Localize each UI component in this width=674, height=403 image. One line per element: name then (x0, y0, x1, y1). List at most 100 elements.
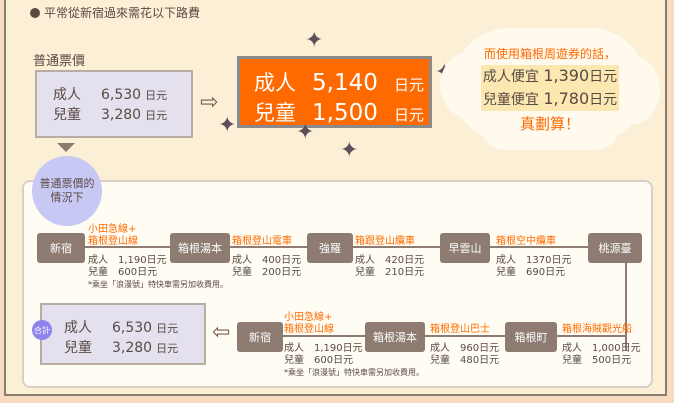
section-heading: 平常從新宿過來需花以下路費 (30, 4, 200, 21)
child-label: 兒童 (88, 267, 108, 278)
total-badge: 合計 (32, 320, 52, 340)
adult-label: 成人 (496, 255, 516, 266)
child-fare: 480 (460, 355, 480, 366)
savings-intro: 而使用箱根周遊券的話， (483, 47, 616, 61)
arrow-left-icon: ⇦ (212, 320, 231, 345)
unit: 日元 (620, 343, 641, 354)
sparkle-icon: ✦ (340, 138, 359, 163)
adult-fare: 1370 (526, 255, 552, 266)
adult-label: 成人 (562, 343, 582, 354)
adult-label: 成人 (254, 71, 296, 95)
unit: 日元 (394, 76, 425, 94)
adult-fare: 1,190 (118, 255, 147, 266)
child-label: 兒童 (254, 101, 296, 125)
sparkle-icon: ✦ (296, 120, 315, 145)
station-hakone-yumoto: 箱根湯本 (365, 322, 425, 352)
unit: 日元 (611, 355, 632, 366)
adult-fare: 960 (460, 343, 480, 354)
regular-fare-label: 普通票價 (33, 54, 86, 69)
arrow-right-icon: ⇨ (200, 90, 219, 115)
adult-label: 成人 (64, 320, 92, 336)
adult-savings: 成人便宜 1,390日元 (480, 65, 620, 88)
heading-text: 平常從新宿過來需花以下路費 (44, 6, 201, 20)
segment-name: 箱根登山巴士 (430, 324, 490, 335)
adult-price: 5,140 (312, 70, 378, 96)
adult-label: 成人 (53, 87, 81, 103)
adult-savings-label: 成人便宜 (482, 69, 539, 85)
circle-text: 普通票價的情況下 (39, 177, 95, 204)
segment-name: 小田急線+ 箱根登山線 (88, 224, 138, 247)
adult-label: 成人 (284, 343, 304, 354)
adult-label: 成人 (88, 255, 108, 266)
station-shinjuku: 新宿 (237, 322, 283, 352)
unit: 日元 (137, 267, 158, 278)
child-label: 兒童 (355, 267, 375, 278)
child-label: 兒童 (496, 267, 516, 278)
unit: 日元 (281, 267, 302, 278)
child-fare: 600 (314, 355, 334, 366)
child-savings-label: 兒童便宜 (482, 92, 539, 108)
unit: 日元 (479, 343, 500, 354)
unit: 日元 (333, 355, 354, 366)
route-line (260, 335, 627, 337)
adult-label: 成人 (430, 343, 450, 354)
adult-price: 6,530 (101, 87, 142, 103)
unit: 日元 (404, 255, 425, 266)
adult-label: 成人 (232, 255, 252, 266)
station-hakone-yumoto: 箱根湯本 (170, 233, 230, 263)
child-fare: 210 (385, 267, 405, 278)
child-label: 兒童 (430, 355, 450, 366)
unit: 日元 (479, 355, 500, 366)
adult-label: 成人 (355, 255, 375, 266)
segment-name: 箱根海賊觀光船 (562, 324, 632, 335)
station-hakone-machi: 箱根町 (505, 322, 557, 352)
unit: 日元 (281, 255, 302, 266)
adult-price: 6,530 (112, 320, 153, 336)
adult-fare: 1,000 (592, 343, 621, 354)
child-label: 兒童 (64, 340, 92, 356)
savings-text: 而使用箱根周遊券的話， 成人便宜 1,390日元 兒童便宜 1,780日元 真劃… (460, 45, 640, 134)
unit: 日元 (145, 89, 168, 102)
unit: 日元 (589, 92, 618, 108)
regular-case-circle: 普通票價的情況下 (32, 156, 102, 226)
station-togendai: 桃源臺 (588, 233, 642, 263)
route-line-vertical (625, 260, 627, 350)
child-fare: 500 (592, 355, 612, 366)
child-savings: 兒童便宜 1,780日元 (480, 88, 620, 111)
child-price: 3,280 (101, 107, 142, 123)
station-gora: 強羅 (307, 233, 353, 263)
child-price: 3,280 (112, 340, 153, 356)
child-price: 1,500 (312, 100, 378, 126)
child-label: 兒童 (562, 355, 582, 366)
child-fare: 200 (262, 267, 282, 278)
adult-fare: 420 (385, 255, 405, 266)
unit: 日元 (146, 255, 167, 266)
unit: 日元 (545, 267, 566, 278)
child-label: 兒童 (232, 267, 252, 278)
sparkle-icon: ✦ (305, 28, 324, 53)
segment-name: 小田急線+ 箱根登山線 (284, 312, 334, 335)
adult-fare: 400 (262, 255, 282, 266)
adult-savings-amount: 1,390 (543, 66, 590, 85)
unit: 日元 (342, 343, 363, 354)
segment: 箱跟登山纜車 成人 420日元 兒童 210日元 (355, 236, 424, 279)
unit: 日元 (589, 69, 618, 85)
segment-name: 箱跟登山纜車 (355, 236, 415, 247)
sparkle-icon: ✦ (218, 113, 237, 138)
station-shinjuku: 新宿 (37, 233, 85, 263)
adult-fare: 1,190 (314, 343, 343, 354)
unit: 日元 (551, 255, 572, 266)
station-sounzan: 早雲山 (440, 233, 490, 263)
segment-name: 箱根空中纜車 (496, 236, 556, 247)
child-savings-amount: 1,780 (543, 89, 590, 108)
unit: 日元 (156, 342, 179, 355)
child-fare: 600 (118, 267, 138, 278)
unit: 日元 (404, 267, 425, 278)
down-triangle-icon (57, 143, 75, 152)
